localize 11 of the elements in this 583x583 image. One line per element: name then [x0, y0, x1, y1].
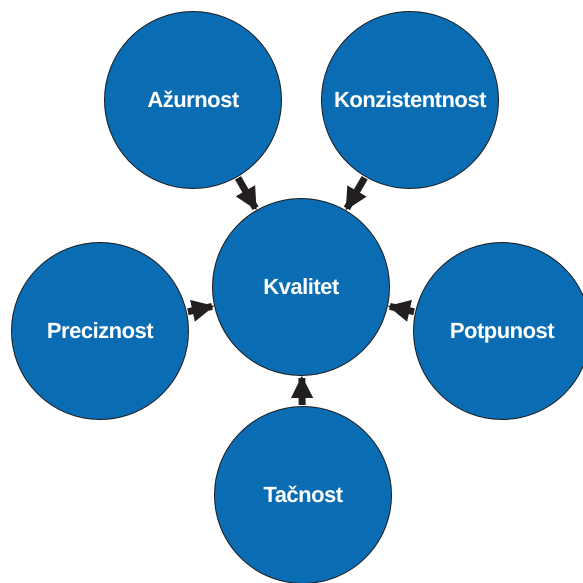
arrow: [234, 176, 259, 210]
node-label: Tačnost: [263, 482, 343, 508]
arrow: [344, 176, 368, 210]
node-label: Preciznost: [46, 318, 154, 344]
node-label: Kvalitet: [263, 274, 339, 300]
node-label: Ažurnost: [147, 87, 239, 113]
node-label: Konzistentnost: [334, 87, 486, 113]
arrow: [388, 300, 415, 322]
arrow: [187, 300, 214, 322]
node-label: Potpunost: [450, 318, 554, 344]
arrow: [290, 376, 314, 406]
